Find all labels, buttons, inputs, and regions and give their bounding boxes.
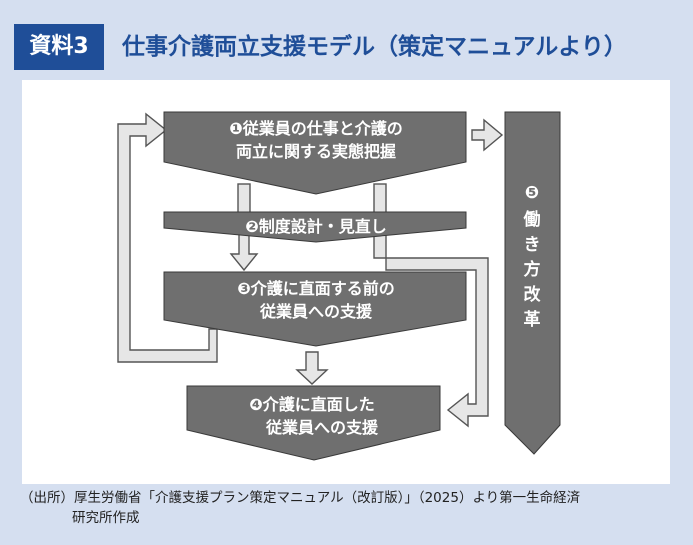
step-5-char-4: 改 bbox=[524, 284, 542, 305]
connector-step1-right bbox=[373, 183, 387, 215]
step-3-label-line1: ❸介護に直面する前の bbox=[237, 279, 395, 298]
arrow-step3-to-step4 bbox=[295, 351, 329, 385]
feedback-loop-arrow bbox=[117, 112, 218, 363]
step-4-label-line1: ❹介護に直面した bbox=[249, 395, 375, 414]
figure-title: 仕事介護両立支援モデル（策定マニュアルより） bbox=[122, 34, 627, 60]
step-5-char-3: 方 bbox=[524, 259, 541, 280]
step-5-column bbox=[504, 111, 561, 455]
step-5-number: ❺ bbox=[525, 183, 539, 203]
connector-step1-left bbox=[237, 183, 251, 215]
step-5-char-2: き bbox=[524, 235, 541, 255]
arrow-step1-to-column bbox=[471, 118, 504, 152]
step-4-box bbox=[186, 385, 441, 461]
step-2-label: ❷制度設計・見直し bbox=[245, 217, 387, 236]
flow-diagram: .box { fill: #6f6f6f; stroke: #3a3a3a; s… bbox=[117, 111, 561, 461]
source-line-2: 研究所作成 bbox=[72, 510, 140, 526]
diagram-panel: .box { fill: #6f6f6f; stroke: #3a3a3a; s… bbox=[22, 80, 670, 484]
figure-number-tag: 資料3 bbox=[14, 24, 104, 70]
step-3-label-line2: 従業員への支援 bbox=[259, 302, 373, 321]
step-4-label-line2: 従業員への支援 bbox=[265, 418, 379, 437]
figure-header: 資料3 仕事介護両立支援モデル（策定マニュアルより） bbox=[14, 24, 680, 70]
step-5-char-5: 革 bbox=[524, 309, 541, 330]
step-3-box bbox=[163, 271, 467, 347]
step-5-char-1: 働 bbox=[523, 209, 541, 230]
step-1-label-line1: ❶従業員の仕事と介護の bbox=[229, 119, 403, 138]
source-line-1: （出所）厚生労働省「介護支援プラン策定マニュアル（改訂版）」（2025）より第一… bbox=[20, 490, 581, 506]
step-2-box bbox=[163, 211, 467, 243]
source-note: （出所）厚生労働省「介護支援プラン策定マニュアル（改訂版）」（2025）より第一… bbox=[20, 488, 680, 528]
step-1-box bbox=[163, 111, 467, 195]
route-arrow-step2-to-step4 bbox=[373, 229, 489, 428]
step-1-label-line2: 両立に関する実態把握 bbox=[236, 142, 396, 161]
